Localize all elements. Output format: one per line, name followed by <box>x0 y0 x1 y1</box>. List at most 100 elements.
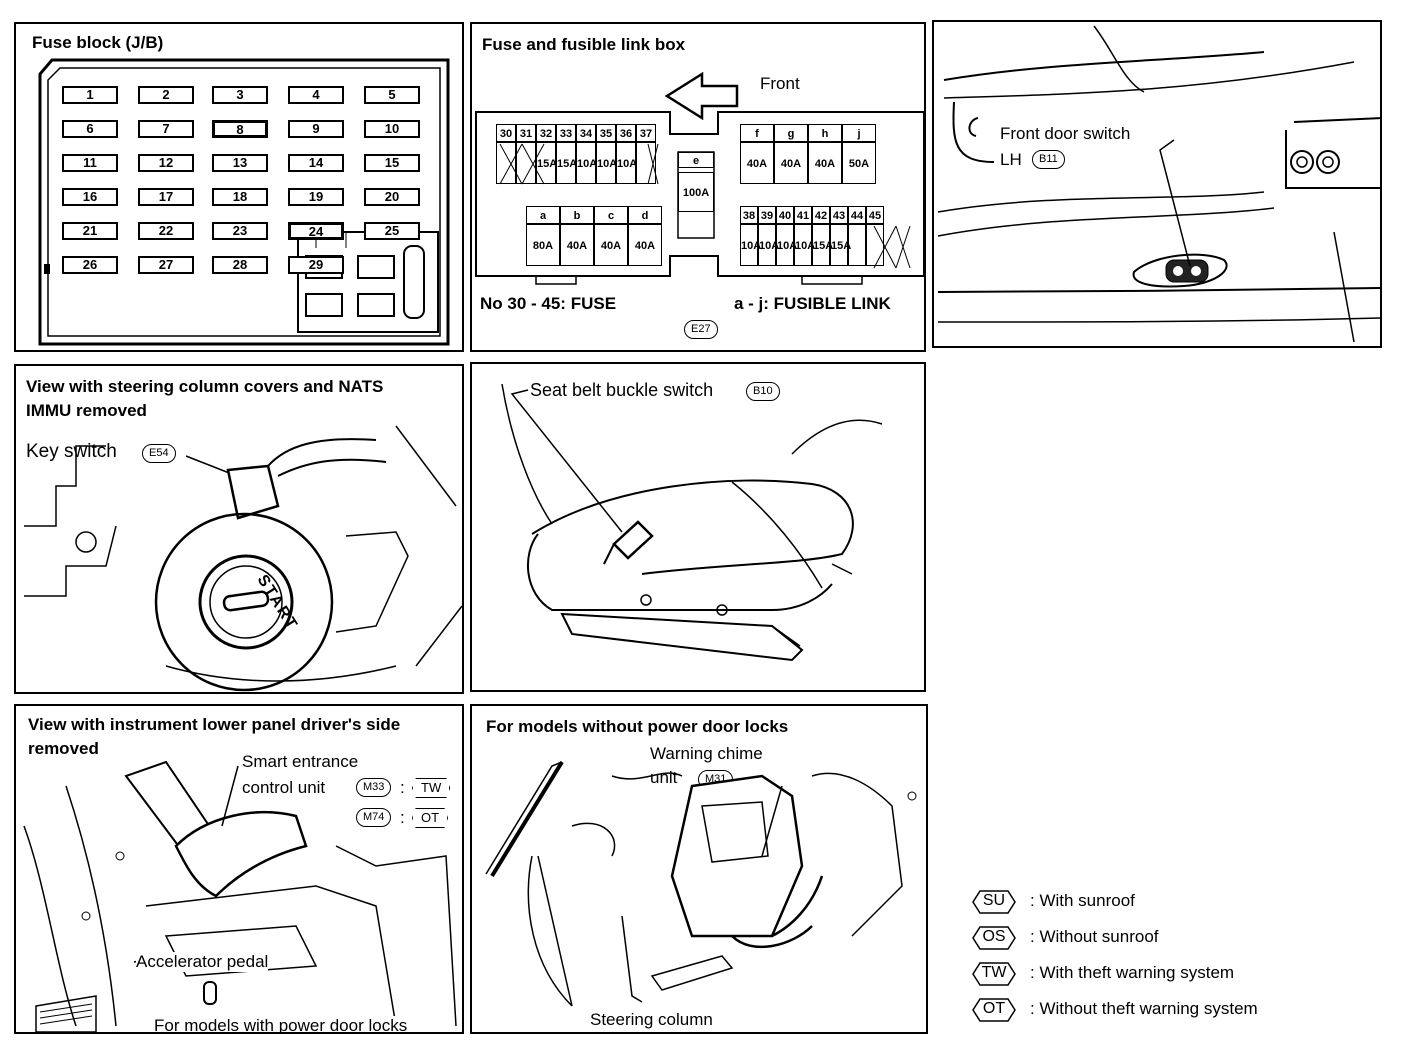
seat-belt-panel: Seat belt buckle switch B10 <box>470 362 926 692</box>
smart-entrance-title-line1: View with instrument lower panel driver'… <box>28 715 401 734</box>
legend-item-tw: TW : With theft warning system <box>972 962 1234 986</box>
fuse-num-40: 40 <box>776 206 794 224</box>
steering-column-label: Steering column <box>590 1010 713 1030</box>
fuse-rating-39: 10A <box>758 224 779 266</box>
fuse-16: 16 <box>62 188 118 206</box>
seat-belt-label: Seat belt buckle switch <box>530 380 714 400</box>
link-num-b: b <box>560 206 594 224</box>
legend-item-ot: OT: Without theft warning system <box>972 998 1258 1022</box>
fuse-19: 19 <box>288 188 344 206</box>
fuse-18: 18 <box>212 188 268 206</box>
fuse-rating-34: 10A <box>576 142 597 184</box>
fuse-11: 11 <box>62 154 118 172</box>
fuse-20: 20 <box>364 188 420 206</box>
seat-belt-drawing <box>501 383 883 662</box>
fuse-num-44: 44 <box>848 206 866 224</box>
fuse-num-39: 39 <box>758 206 776 224</box>
connector-m33: M33 <box>356 778 392 797</box>
legend-item-su: SU : With sunroof <box>972 890 1135 914</box>
link-rating-c: 40A <box>594 224 628 266</box>
connector-b11: B11 <box>1032 150 1065 169</box>
fuse-rating-33: 15A <box>556 142 577 184</box>
fuse-8: 8 <box>212 120 268 138</box>
warning-chime-title: For models without power door locks <box>486 717 789 736</box>
link-num-g: g <box>774 124 808 142</box>
legend-code-badge: SU <box>972 890 1016 914</box>
fuse-28: 28 <box>212 256 268 274</box>
fuse-num-43: 43 <box>830 206 848 224</box>
smart-entrance-title-line2: removed <box>28 739 99 758</box>
fuse-num-36: 36 <box>616 124 636 142</box>
door-switch-label: Front door switch <box>1000 124 1131 143</box>
fuse-15: 15 <box>364 154 420 172</box>
fuse-rating-41: 10A <box>794 224 815 266</box>
connector-m74: M74 <box>356 808 392 827</box>
fusible-link-note: a - j: FUSIBLE LINK <box>734 294 891 313</box>
fuse-num-34: 34 <box>576 124 596 142</box>
door-switch-side: LH <box>1000 150 1022 169</box>
smart-entrance-unit-line1: Smart entrance <box>242 752 359 771</box>
legend-code: OT <box>982 1000 1006 1017</box>
front-label: Front <box>760 74 800 93</box>
fuse-27: 27 <box>138 256 194 274</box>
legend-text: : With theft warning system <box>1030 963 1235 983</box>
fuse-rating-42: 15A <box>812 224 833 266</box>
fuse-7: 7 <box>138 120 194 138</box>
warning-chime-label-line1: Warning chime <box>650 744 763 763</box>
fuse-num-41: 41 <box>794 206 812 224</box>
legend-text: : Without sunroof <box>1030 927 1159 947</box>
fuse-24: 24 <box>288 222 344 240</box>
link-num-c: c <box>594 206 628 224</box>
fuse-rating-38: 10A <box>740 224 761 266</box>
legend-code: SU <box>982 892 1006 909</box>
legend-item-os: OS : Without sunroof <box>972 926 1159 950</box>
fuse-1: 1 <box>62 86 118 104</box>
fuse-2: 2 <box>138 86 194 104</box>
key-switch-panel: View with steering column covers and NAT… <box>14 364 464 694</box>
link-rating-b: 40A <box>560 224 594 266</box>
fuse-10: 10 <box>364 120 420 138</box>
link-num-d: d <box>628 206 662 224</box>
link-rating-f: 40A <box>740 142 774 184</box>
colon-2: : <box>400 808 405 827</box>
link-rating-h: 40A <box>808 142 842 184</box>
fuse-num-38: 38 <box>740 206 758 224</box>
link-rating-a: 80A <box>526 224 560 266</box>
connector-e27: E27 <box>684 320 718 339</box>
fuse-4: 4 <box>288 86 344 104</box>
fuse-rating-36: 10A <box>616 142 637 184</box>
link-rating-e: 100A <box>678 172 714 212</box>
fuse-22: 22 <box>138 222 194 240</box>
fuse-block-title: Fuse block (J/B) <box>32 33 164 52</box>
fuse-num-42: 42 <box>812 206 830 224</box>
fuse-13: 13 <box>212 154 268 172</box>
link-num-e: e <box>678 152 714 168</box>
fuse-rating-44 <box>848 224 866 266</box>
legend-code-badge: OS <box>972 926 1016 950</box>
legend-text: : With sunroof <box>1030 891 1135 911</box>
smart-entrance-panel: View with instrument lower panel driver'… <box>14 704 464 1034</box>
fuse-rating-32: 15A <box>536 142 557 184</box>
fuse-6: 6 <box>62 120 118 138</box>
fuse-rating-30 <box>496 142 516 184</box>
smart-entrance-unit-line2: control unit <box>242 778 326 797</box>
key-switch-drawing <box>24 425 462 692</box>
link-rating-g: 40A <box>774 142 808 184</box>
link-num-f: f <box>740 124 774 142</box>
fuse-num-32: 32 <box>536 124 556 142</box>
fuse-rating-45 <box>866 224 884 266</box>
fuse-25: 25 <box>364 222 420 240</box>
legend-code-badge: TW <box>972 962 1016 986</box>
smart-entrance-footer: For models with power door locks <box>154 1016 408 1034</box>
fuse-9: 9 <box>288 120 344 138</box>
warning-chime-panel: For models without power door locks Warn… <box>470 704 928 1034</box>
legend-code: TW <box>981 964 1007 981</box>
legend-code-badge: OT <box>972 998 1016 1022</box>
code-ot-badge: OT <box>412 808 449 828</box>
fuse-box-title: Fuse and fusible link box <box>482 35 686 54</box>
fuse-num-33: 33 <box>556 124 576 142</box>
link-num-a: a <box>526 206 560 224</box>
fuse-26: 26 <box>62 256 118 274</box>
link-rating-j: 50A <box>842 142 876 184</box>
